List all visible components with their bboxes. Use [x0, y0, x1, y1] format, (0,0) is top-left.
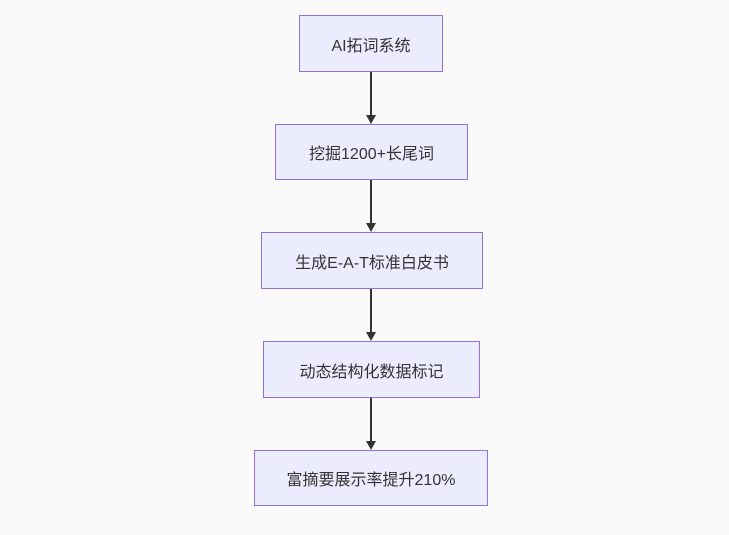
flow-arrow-down-icon	[366, 398, 376, 450]
arrowhead-icon	[366, 223, 376, 232]
arrow-stem	[370, 180, 372, 223]
arrow-stem	[370, 289, 372, 332]
arrowhead-icon	[366, 441, 376, 450]
node-label: 富摘要展示率提升210%	[286, 472, 456, 489]
flowchart-node-eat-whitepaper: 生成E-A-T标准白皮书	[261, 232, 483, 289]
arrow-stem	[370, 398, 372, 441]
node-label: 生成E-A-T标准白皮书	[295, 254, 449, 272]
flow-arrow-down-icon	[366, 289, 376, 341]
flow-arrow-down-icon	[366, 72, 376, 124]
flow-arrow-down-icon	[366, 180, 376, 232]
arrowhead-icon	[366, 332, 376, 341]
node-label: 挖掘1200+长尾词	[309, 146, 434, 163]
flowchart-node-longtail-keywords: 挖掘1200+长尾词	[275, 124, 468, 180]
node-label: 动态结构化数据标记	[299, 363, 444, 381]
node-label: AI拓词系统	[331, 37, 411, 55]
arrow-stem	[370, 72, 372, 115]
arrowhead-icon	[366, 115, 376, 124]
flowchart-node-ai-expansion: AI拓词系统	[299, 15, 443, 72]
flowchart-node-structured-data: 动态结构化数据标记	[263, 341, 480, 398]
flowchart-node-rich-snippet-rate: 富摘要展示率提升210%	[254, 450, 488, 506]
